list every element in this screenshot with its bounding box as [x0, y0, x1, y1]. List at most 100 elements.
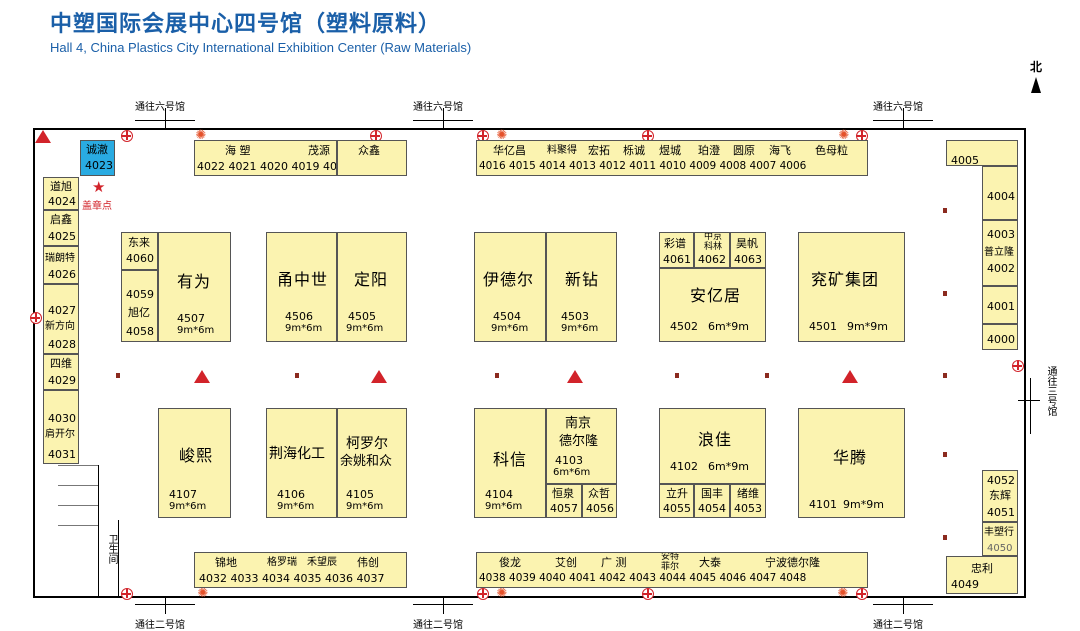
booth-size: 9m*9m [843, 498, 884, 511]
booth-4017-4022[interactable]: 海 塑 茂源 4022 4021 4020 4019 4018 4017 [194, 140, 337, 176]
exit-icon [477, 588, 489, 600]
to-hall2-label-2: 通往二号馆 [413, 620, 463, 631]
booth-4105[interactable]: 柯罗尔 余姚和众 4105 9m*6m [337, 408, 407, 518]
booth-4101[interactable]: 华腾 4101 9m*9m [798, 408, 905, 518]
exit-icon [856, 588, 868, 600]
booth-4060[interactable]: 东来 4060 [121, 232, 158, 270]
booth-4029[interactable]: 四维 4029 [43, 354, 79, 390]
booth-4505[interactable]: 定阳 4505 9m*6m [337, 232, 407, 342]
booth-4107[interactable]: 峻熙 4107 9m*6m [158, 408, 231, 518]
warning-icon [371, 370, 387, 383]
to-hall6-label-3: 通往六号馆 [873, 102, 923, 113]
booth-number: 4053 [734, 502, 762, 515]
booth-number: 4024 [48, 195, 76, 208]
door-top-3-arrow [903, 108, 904, 128]
booth-4050[interactable]: 丰塑行 4050 [982, 522, 1018, 556]
booth-4055[interactable]: 立升 4055 [659, 484, 694, 518]
booth-4004[interactable]: 4004 [982, 166, 1018, 220]
booth-4501[interactable]: 兖矿集团 4501 9m*9m [798, 232, 905, 342]
booth-4054[interactable]: 国丰 4054 [694, 484, 730, 518]
pillar [495, 373, 499, 378]
booth-4038-4048[interactable]: 俊龙 艾创 广 测 安特 菲尔 大泰 宁波德尔隆 4038 4039 4040 … [476, 552, 868, 588]
booth-4026[interactable]: 瑞朗特 4026 [43, 246, 79, 284]
booth-number: 4061 [663, 253, 691, 266]
booth-size: 9m*9m [847, 320, 888, 333]
warning-icon [567, 370, 583, 383]
booth-4017-4018[interactable]: 众鑫 [337, 140, 407, 176]
booth-name: 华亿昌 [493, 144, 526, 157]
booth-4027-4028[interactable]: 4027 新方向 4028 [43, 284, 79, 354]
booth-4507[interactable]: 有为 4507 9m*6m [158, 232, 231, 342]
booth-4504[interactable]: 伊德尔 4504 9m*6m [474, 232, 546, 342]
fire-hydrant-icon: ✺ [838, 128, 850, 143]
warning-icon [35, 130, 51, 143]
booth-4503[interactable]: 新钻 4503 9m*6m [546, 232, 617, 342]
fire-hydrant-icon: ✺ [195, 128, 207, 143]
booth-size: 9m*6m [485, 501, 523, 512]
booth-name: 新钻 [565, 270, 600, 289]
booth-4063[interactable]: 昊帆 4063 [730, 232, 766, 268]
booth-number: 4052 [987, 474, 1015, 487]
booth-4104[interactable]: 科信 4104 9m*6m [474, 408, 546, 518]
booth-size: 6m*9m [708, 320, 749, 333]
booth-4056[interactable]: 众哲 4056 [582, 484, 617, 518]
booth-size: 6m*9m [708, 460, 749, 473]
booth-4005[interactable]: 4005 [946, 140, 1018, 166]
booth-number: 4103 [555, 454, 583, 467]
booth-4049[interactable]: 忠利 4049 [946, 556, 1018, 594]
booth-name: 宁波德尔隆 [765, 556, 820, 569]
booth-4001[interactable]: 4001 [982, 286, 1018, 324]
booth-4103[interactable]: 南京 德尔隆 4103 6m*6m [546, 408, 617, 484]
booth-number: 4030 [48, 412, 76, 425]
booth-4030-4031[interactable]: 4030 肩开尔 4031 [43, 390, 79, 464]
booth-4106[interactable]: 荆海化工 4106 9m*6m [266, 408, 337, 518]
booth-numbers: 4038 4039 4040 4041 4042 4043 4044 4045 … [479, 572, 807, 584]
to-hall6-label-1: 通往六号馆 [135, 102, 185, 113]
warning-icon [842, 370, 858, 383]
booth-number: 4504 [493, 310, 521, 323]
booth-name: 俊龙 [499, 556, 521, 569]
booth-name: 众哲 [588, 487, 610, 500]
booth-4000[interactable]: 4000 [982, 324, 1018, 350]
booth-4061[interactable]: 彩谱 4061 [659, 232, 694, 268]
stair-line [58, 525, 98, 526]
booth-name: 新方向 [45, 321, 75, 332]
booth-4053[interactable]: 绪维 4053 [730, 484, 766, 518]
booth-name: 有为 [177, 272, 212, 291]
booth-4002-4003[interactable]: 4003 普立隆 4002 [982, 220, 1018, 286]
booth-4102[interactable]: 浪佳 4102 6m*9m [659, 408, 766, 484]
booth-size: 9m*6m [346, 323, 384, 334]
booth-number: 4505 [348, 310, 376, 323]
booth-name: 诚澈 [86, 143, 108, 156]
booth-4025[interactable]: 启鑫 4025 [43, 210, 79, 246]
stair-line [58, 505, 98, 506]
booth-number: 4025 [48, 230, 76, 243]
restroom-label: 卫生间 [106, 534, 117, 564]
booth-numbers: 4022 4021 4020 4019 4018 4017 [197, 160, 337, 173]
booth-4024[interactable]: 道旭 4024 [43, 177, 79, 210]
booth-4062[interactable]: 中京 科林 4062 [694, 232, 730, 268]
booth-name: 栎诚 [623, 144, 645, 157]
stamp-point-star-icon: ★ [92, 178, 106, 196]
booth-4023[interactable]: 诚澈 4023 [80, 140, 115, 176]
north-indicator: 北 [1028, 58, 1044, 93]
booth-number: 4062 [698, 253, 726, 266]
booth-number: 4060 [126, 252, 154, 265]
booth-number: 4502 [670, 320, 698, 333]
booth-4051-4052[interactable]: 4052 东辉 4051 [982, 470, 1018, 522]
booth-number: 4031 [48, 448, 76, 461]
stair-line [58, 485, 98, 486]
booth-number: 4057 [550, 502, 578, 515]
restroom-area: 卫生间 [58, 520, 118, 598]
booth-4057[interactable]: 恒泉 4057 [546, 484, 582, 518]
booth-4506[interactable]: 甬中世 4506 9m*6m [266, 232, 337, 342]
booth-4058-4059[interactable]: 4059 旭亿 4058 [121, 270, 158, 342]
booth-name: 安亿居 [690, 286, 742, 305]
booth-size: 9m*6m [561, 323, 599, 334]
booth-4502[interactable]: 安亿居 4502 6m*9m [659, 268, 766, 342]
booth-number: 4056 [586, 502, 614, 515]
door-east-arrow [1018, 400, 1040, 401]
booth-4032-4037[interactable]: 锦地 格罗瑞 禾望辰 伟创 4032 4033 4034 4035 4036 4… [194, 552, 407, 588]
booth-4006-4016[interactable]: 华亿昌 料聚得 宏拓 栎诚 煜城 珀澄 圆原 海飞 色母粒 4016 4015 … [476, 140, 868, 176]
booth-name: 国丰 [701, 487, 723, 500]
